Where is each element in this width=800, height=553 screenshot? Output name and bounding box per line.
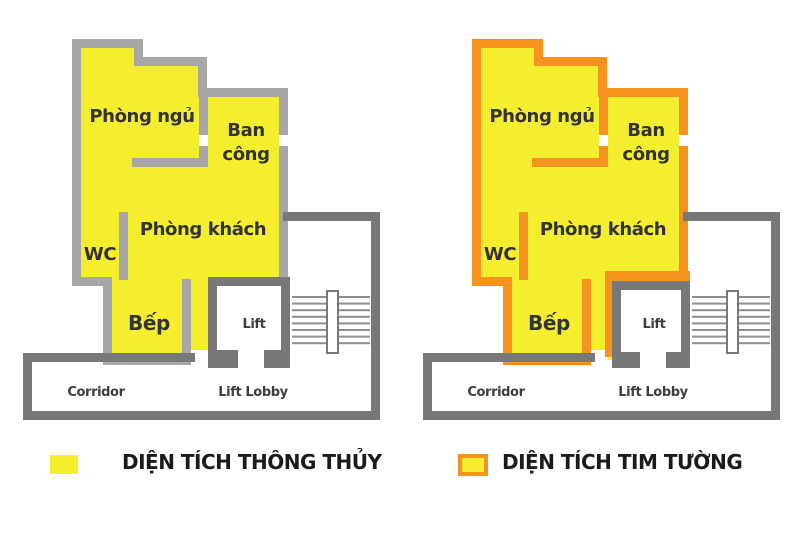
apartment-wall [582, 279, 591, 365]
apartment-wall [119, 212, 128, 280]
room-label-lift-lobby-right: Lift Lobby [618, 385, 688, 400]
door-opening [279, 135, 288, 146]
apartment-wall [134, 57, 207, 66]
room-label-balcony-line2-left: công [222, 144, 269, 165]
apartment-wall [503, 277, 512, 365]
room-label-bedroom-left: Phòng ngủ [89, 106, 194, 127]
room-label-corridor-right: Corridor [467, 385, 525, 400]
apartment-wall [532, 158, 608, 167]
apartment-wall [534, 39, 543, 66]
common-area-wall [283, 212, 380, 221]
common-area-wall [23, 411, 380, 420]
room-label-lift-right: Lift [642, 317, 665, 332]
apartment-wall [605, 271, 615, 357]
apartment-wall [198, 88, 288, 97]
lift-wall [681, 281, 690, 368]
lift-wall [612, 352, 640, 368]
apartment-wall [199, 146, 208, 162]
door-opening [591, 350, 608, 362]
door-opening [679, 135, 688, 146]
room-label-wc-right: WC [484, 244, 516, 265]
apartment-wall [182, 279, 191, 365]
apartment-wall [132, 158, 208, 167]
lift-wall [612, 281, 690, 290]
common-area-wall [423, 411, 780, 420]
room-label-lift-left: Lift [242, 317, 265, 332]
apartment-wall [72, 39, 81, 286]
room-label-kitchen-right: Bếp [528, 311, 570, 335]
legend-swatch-wall-center-area [458, 454, 488, 476]
common-area-wall [683, 212, 780, 221]
apartment-wall [519, 212, 528, 280]
apartment-wall [472, 39, 543, 48]
apartment-wall [472, 39, 481, 286]
apartment-wall [199, 93, 208, 135]
door-opening [199, 135, 208, 146]
apartment-wall [598, 88, 688, 97]
apartment-wall [534, 57, 607, 66]
room-label-kitchen-left: Bếp [128, 311, 170, 335]
lift-wall [666, 352, 690, 368]
room-label-corridor-left: Corridor [67, 385, 125, 400]
apartment-wall [599, 93, 608, 135]
stair-landing-divider [326, 290, 339, 354]
room-label-balcony-line1-right: Ban [627, 120, 664, 141]
room-label-bedroom-right: Phòng ngủ [489, 106, 594, 127]
apartment-wall [134, 39, 143, 66]
apartment-wall [279, 88, 288, 135]
apartment-wall [72, 277, 112, 286]
apartment-wall [103, 277, 112, 365]
lift-wall [612, 281, 621, 368]
room-label-balcony-line1-left: Ban [227, 120, 264, 141]
lift-wall [208, 350, 238, 368]
apartment-wall [605, 271, 690, 281]
common-area-wall [23, 353, 32, 420]
legend-label-wall-center-area: DIỆN TÍCH TIM TƯỜNG [502, 450, 743, 474]
stair-landing-divider [726, 290, 739, 354]
apartment-wall [472, 277, 512, 286]
apartment-wall [598, 57, 607, 97]
common-area-wall [432, 353, 595, 362]
apartment-wall [599, 146, 608, 162]
legend-swatch-clear-area [50, 455, 78, 474]
room-label-living-right: Phòng khách [540, 219, 666, 240]
room-label-wc-left: WC [84, 244, 116, 265]
door-opening [599, 135, 608, 146]
room-label-living-left: Phòng khách [140, 219, 266, 240]
common-area-wall [423, 353, 432, 420]
common-area-wall [771, 212, 780, 420]
apartment-wall [198, 57, 207, 97]
common-area-wall [371, 212, 380, 420]
common-area-wall [32, 353, 195, 362]
lift-wall [281, 277, 290, 368]
room-label-lift-lobby-left: Lift Lobby [218, 385, 288, 400]
lift-wall [264, 350, 290, 368]
room-label-balcony-line2-right: công [622, 144, 669, 165]
apartment-wall [679, 88, 688, 135]
lift-wall [208, 277, 217, 368]
legend-label-clear-area: DIỆN TÍCH THÔNG THỦY [122, 450, 382, 474]
door-opening [191, 350, 208, 362]
lift-wall [208, 277, 290, 286]
apartment-wall [72, 39, 143, 48]
